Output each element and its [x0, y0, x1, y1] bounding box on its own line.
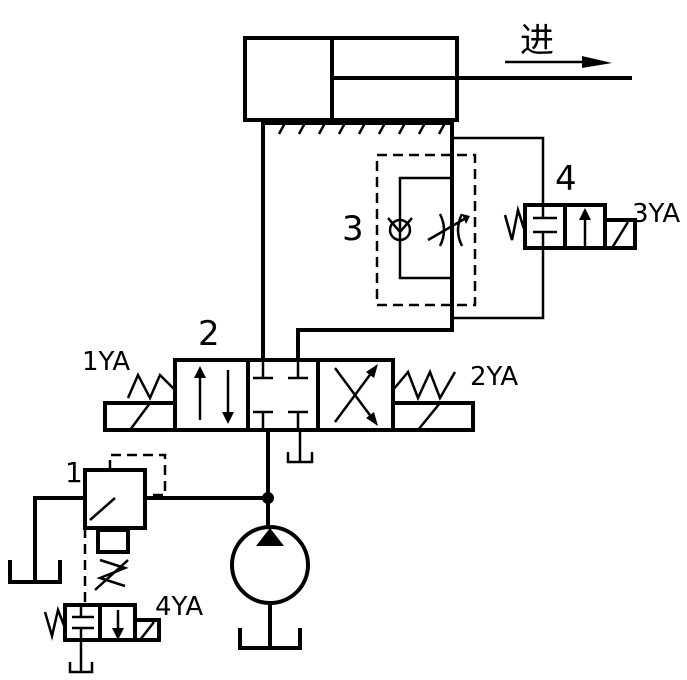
- unloading-solenoid-valve: [43, 603, 161, 642]
- ground-hatch: [261, 121, 454, 135]
- solenoid-1ya: [103, 372, 177, 432]
- label-aux-valve: 4: [555, 159, 577, 199]
- label-throttle-check: 3: [342, 209, 364, 249]
- hydraulic-cylinder: [243, 36, 632, 122]
- label-solenoid-3ya: 3YA: [632, 199, 680, 229]
- label-solenoid-1ya: 1YA: [82, 347, 130, 377]
- advance-label: 进: [520, 21, 554, 61]
- junction-dot: [262, 492, 274, 504]
- label-solenoid-4ya: 4YA: [155, 592, 203, 622]
- throttle-check-valve: [375, 153, 477, 307]
- tank-symbols: [8, 430, 314, 674]
- hydraulic-pump: [230, 525, 310, 605]
- label-solenoid-2ya: 2YA: [470, 362, 518, 392]
- label-main-valve: 2: [198, 314, 220, 354]
- label-relief-valve: 1: [65, 456, 83, 489]
- main-directional-valve: [173, 358, 395, 432]
- solenoid-2ya: [391, 368, 475, 432]
- aux-directional-valve: [503, 203, 637, 250]
- advance-direction-arrow: [505, 56, 612, 68]
- relief-valve: [83, 453, 167, 605]
